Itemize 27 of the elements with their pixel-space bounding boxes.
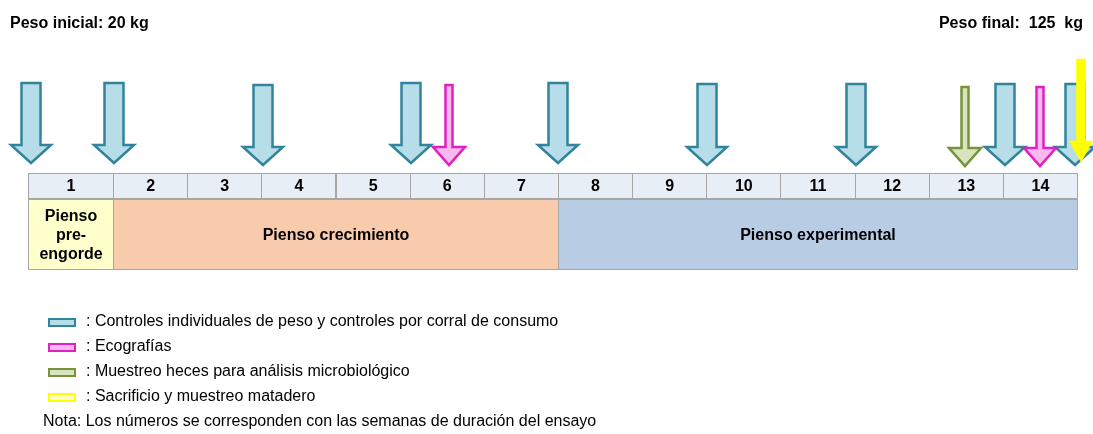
week-number: 13	[928, 173, 1004, 199]
phase-label: Pienso pre-engorde	[38, 205, 104, 264]
week-number: 10	[706, 173, 782, 199]
week-number: 6	[409, 173, 485, 199]
week-number: 12	[854, 173, 930, 199]
week-number: 2	[113, 173, 189, 199]
phase-band	[113, 199, 559, 270]
legend-text: : Controles individuales de peso y controles por corral de consumo	[86, 312, 559, 330]
week-number: 9	[632, 173, 708, 199]
week-number: 5	[335, 173, 411, 199]
week-number: 4	[261, 173, 337, 199]
phase-label: Pienso crecimiento	[262, 225, 410, 244]
week-number: 1	[28, 173, 114, 199]
weight-note: Peso final: 125 kg	[938, 14, 1083, 32]
week-number: 3	[187, 173, 263, 199]
weight-note: Peso inicial: 20 kg	[10, 14, 149, 32]
legend-text: : Ecografías	[86, 337, 172, 355]
legend-text: : Sacrificio y muestreo matadero	[86, 387, 316, 405]
phase-band	[558, 199, 1078, 270]
footnote: Nota: Los números se corresponden con las semanas de duración del ensayo	[43, 412, 597, 430]
legend-text: : Muestreo heces para análisis microbiológico	[86, 362, 410, 380]
week-number: 8	[558, 173, 634, 199]
phase-label: Pienso experimental	[740, 225, 896, 244]
week-number: 14	[1002, 173, 1078, 199]
phase-band	[28, 199, 114, 270]
week-number: 11	[780, 173, 856, 199]
week-number: 7	[483, 173, 559, 199]
